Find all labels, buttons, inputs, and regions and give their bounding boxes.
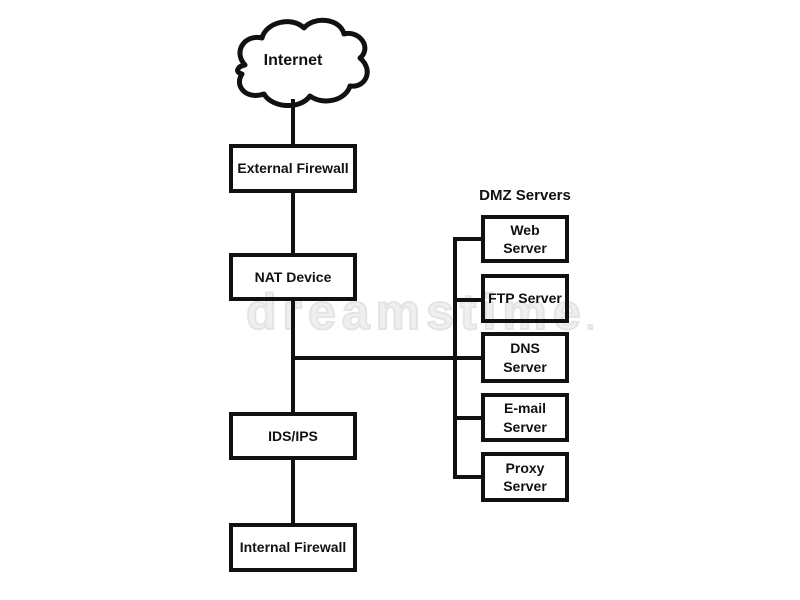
node-email-server-label: E-mail Server <box>503 400 547 435</box>
node-proxy-server: Proxy Server <box>481 452 569 502</box>
node-nat-device-label: NAT Device <box>254 268 332 285</box>
node-web-server: Web Server <box>481 215 569 263</box>
node-internal-firewall-label: Internal Firewall <box>239 539 347 556</box>
node-external-firewall-label: External Firewall <box>237 160 349 177</box>
watermark-text: dreamstime. <box>245 283 595 341</box>
node-ids-ips-label: IDS/IPS <box>268 427 318 444</box>
node-external-firewall: External Firewall <box>229 144 357 193</box>
watermark-suffix: . <box>586 304 595 336</box>
node-ftp-server: FTP Server <box>481 274 569 323</box>
node-email-server: E-mail Server <box>481 393 569 442</box>
internet-label: Internet <box>263 52 323 69</box>
dmz-servers-title: DMZ Servers <box>479 187 571 204</box>
node-proxy-server-label: Proxy Server <box>503 459 547 494</box>
node-dns-server: DNS Server <box>481 332 569 383</box>
node-nat-device: NAT Device <box>229 253 357 301</box>
internet-cloud-shape <box>235 17 370 108</box>
watermark-word: dreamstime <box>245 283 587 341</box>
node-dns-server-label: DNS Server <box>503 340 547 375</box>
node-ftp-server-label: FTP Server <box>488 290 562 307</box>
node-internal-firewall: Internal Firewall <box>229 523 357 572</box>
node-ids-ips: IDS/IPS <box>229 412 357 460</box>
node-web-server-label: Web Server <box>503 221 547 256</box>
